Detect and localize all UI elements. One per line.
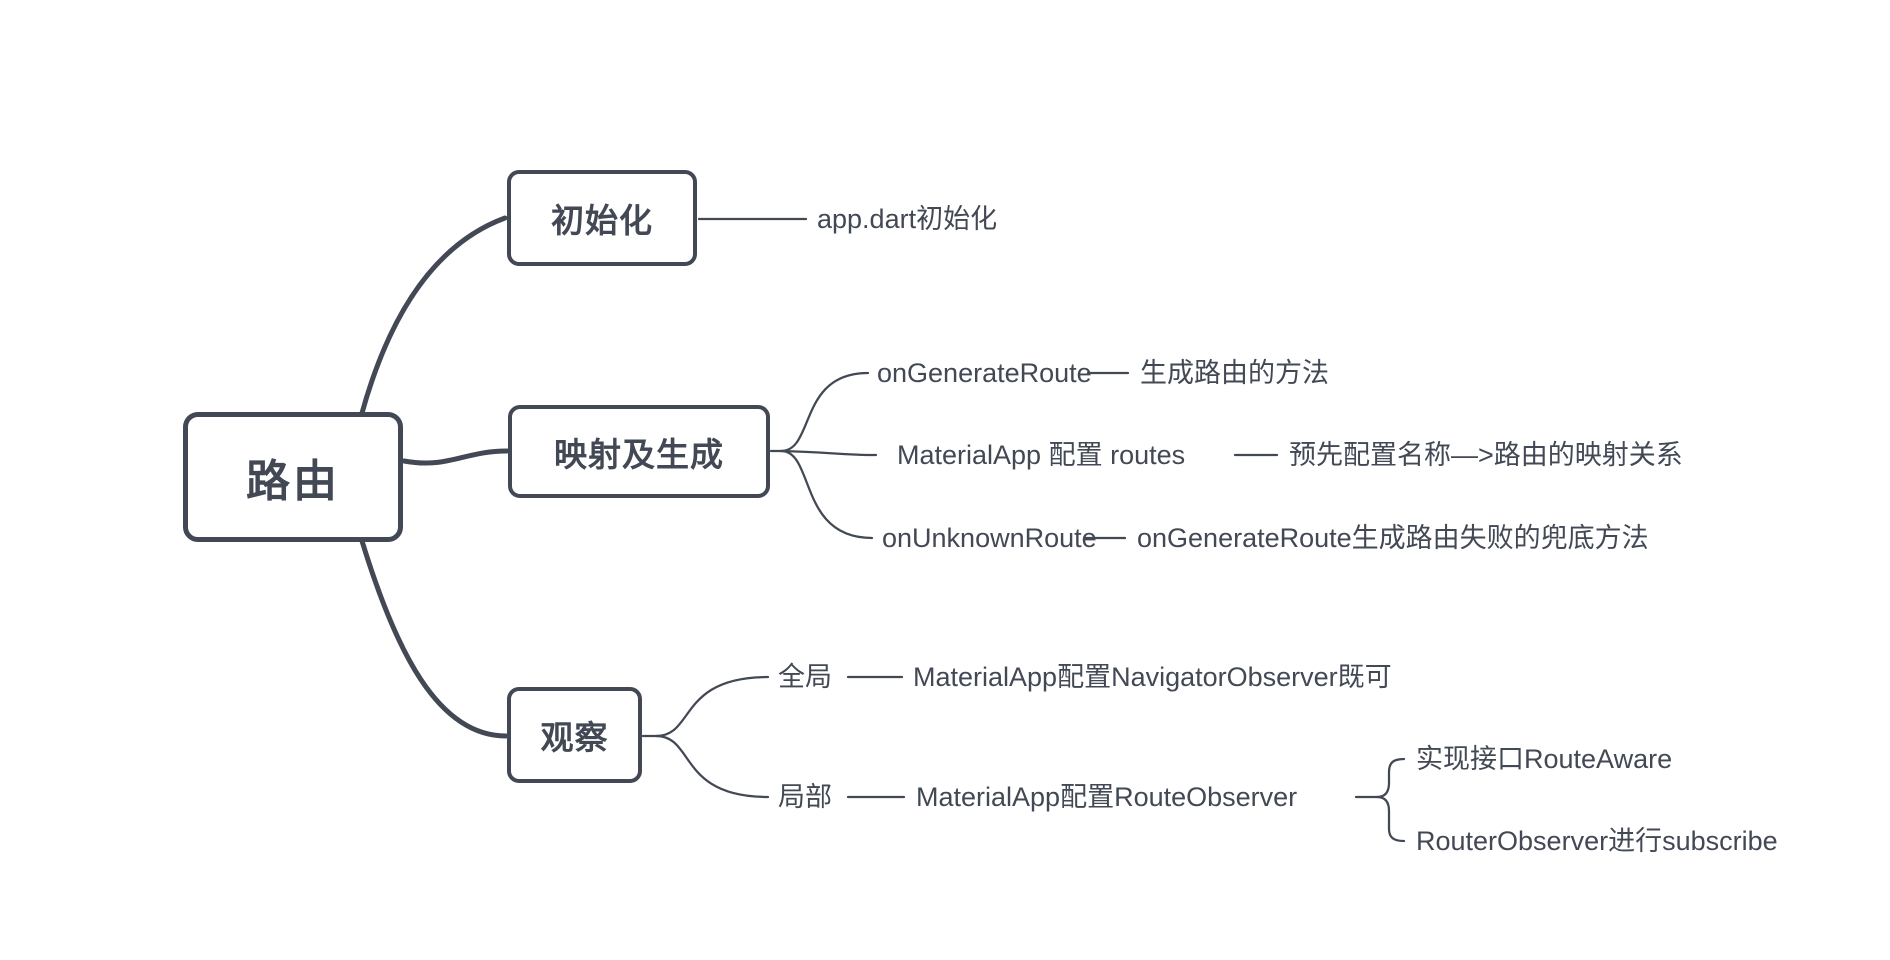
leaf-appdart-init[interactable]: app.dart初始化 — [817, 204, 998, 234]
node-observe[interactable]: 观察 — [507, 687, 642, 783]
edge-root-observe — [359, 538, 509, 739]
node-mapping-generation[interactable]: 映射及生成 — [508, 405, 770, 498]
leaf-generate-route-desc[interactable]: 生成路由的方法 — [1140, 358, 1329, 388]
leaf-materialapp-routes[interactable]: MaterialApp 配置 routes — [897, 440, 1186, 470]
leaf-on-unknown-route[interactable]: onUnknownRoute — [882, 523, 1097, 553]
edge-observe-local — [654, 734, 770, 799]
edge-mapping-ongenerate — [779, 371, 870, 453]
leaf-route-aware[interactable]: 实现接口RouteAware — [1416, 744, 1673, 774]
leaf-global[interactable]: 全局 — [778, 662, 832, 692]
leaf-global-desc[interactable]: MaterialApp配置NavigatorObserver既可 — [913, 662, 1392, 692]
node-observe-label: 观察 — [540, 719, 609, 756]
leaf-unknown-route-desc[interactable]: onGenerateRoute生成路由失败的兜底方法 — [1137, 523, 1649, 553]
root-node-routing[interactable]: 路由 — [183, 412, 403, 542]
edge-observer-subscribe — [1375, 795, 1406, 843]
edge-mapping-routes — [779, 449, 878, 457]
node-initialization-label: 初始化 — [551, 202, 653, 239]
leaf-local-route-observer[interactable]: MaterialApp配置RouteObserver — [916, 782, 1298, 812]
edge-root-init — [359, 215, 508, 416]
edge-mapping-onunknown — [779, 449, 874, 540]
edge-observer-routeaware — [1375, 757, 1406, 799]
root-node-label: 路由 — [246, 457, 340, 506]
leaf-local[interactable]: 局部 — [778, 782, 832, 812]
node-mapping-generation-label: 映射及生成 — [554, 435, 724, 473]
leaf-on-generate-route[interactable]: onGenerateRoute — [877, 358, 1092, 388]
edge-root-mapping — [401, 448, 510, 466]
edge-observe-global — [654, 675, 770, 738]
leaf-router-observer-subscribe[interactable]: RouterObserver进行subscribe — [1416, 826, 1778, 856]
node-initialization[interactable]: 初始化 — [507, 170, 697, 266]
leaf-routes-mapping-desc[interactable]: 预先配置名称—>路由的映射关系 — [1289, 440, 1683, 470]
